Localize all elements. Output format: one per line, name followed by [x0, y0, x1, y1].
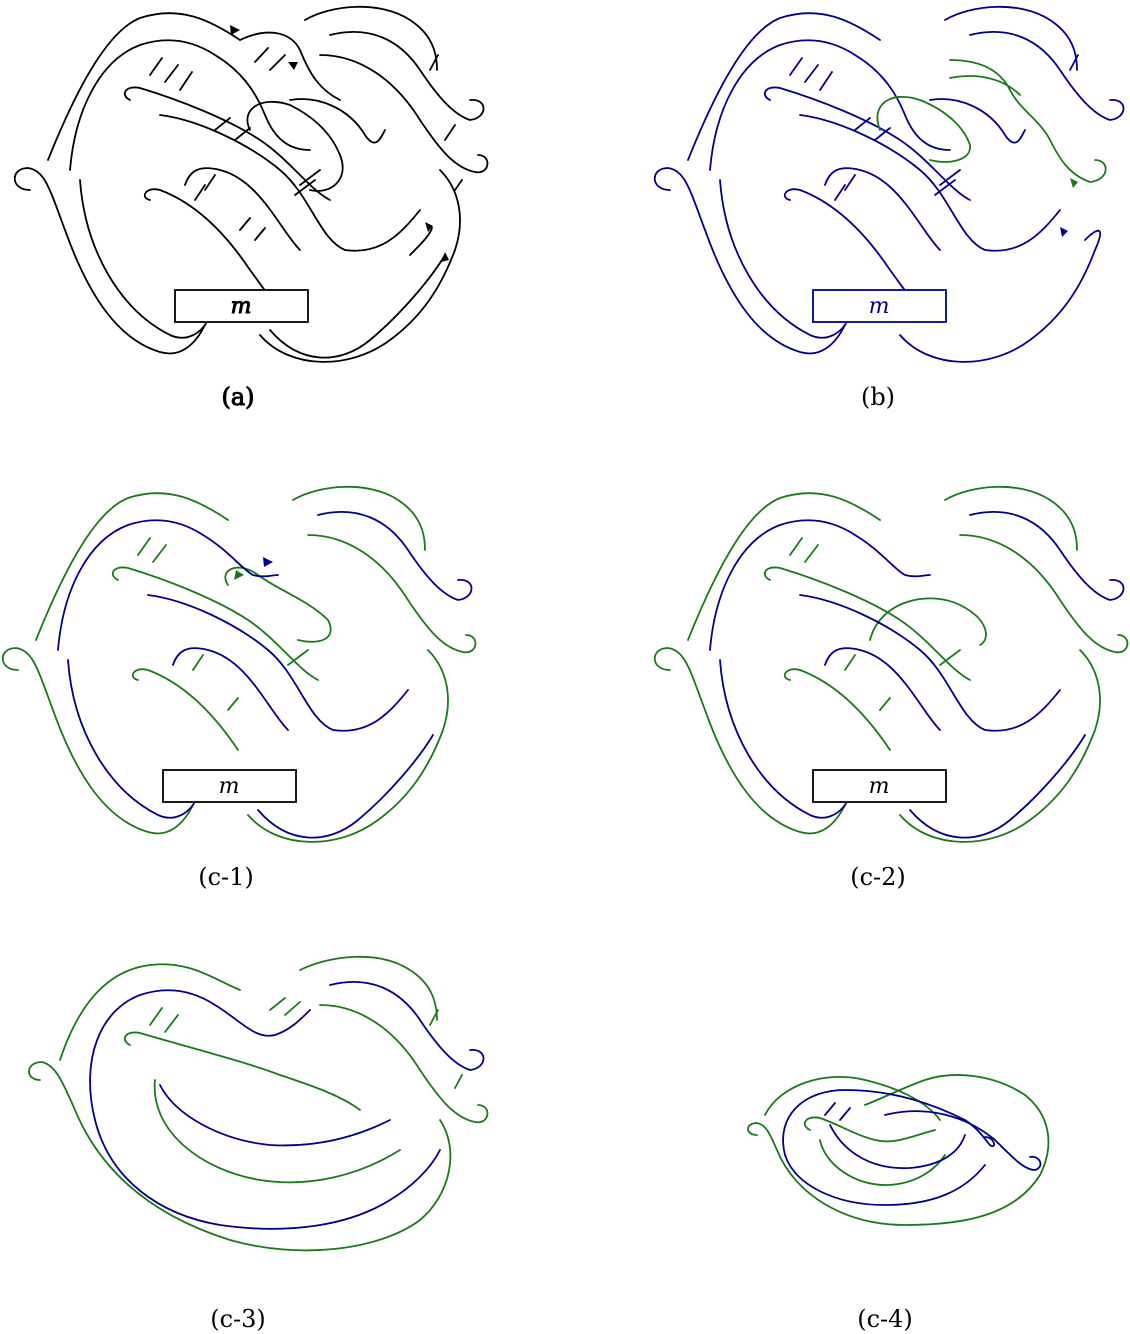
m-box: m: [813, 290, 946, 322]
m-box: m: [813, 770, 946, 802]
panel-b: m (b): [655, 7, 1124, 411]
crossing-dashes: [825, 1103, 850, 1120]
orientation-arrows: [1060, 178, 1078, 237]
panel-c-3: (c-3): [29, 957, 487, 1333]
m-box: m: [175, 290, 308, 322]
blue-strands: [90, 982, 483, 1229]
panel-label: (c-4): [857, 1305, 913, 1333]
svg-text:m: m: [869, 774, 890, 799]
orientation-arrows: [230, 25, 449, 262]
panel-c-1: m (c-1): [3, 487, 476, 891]
panel-label: (b): [861, 383, 895, 411]
panel-a: m (a): [15, 7, 488, 411]
crossing-dashes: [138, 538, 308, 710]
crossing-dashes: [790, 55, 1078, 200]
crossing-dashes: [150, 998, 462, 1088]
panel-label: (c-1): [198, 863, 254, 891]
crossing-dashes: [790, 538, 960, 710]
panel-c-2: m (c-2): [655, 487, 1128, 891]
m-box: m: [163, 770, 296, 802]
green-strands: [748, 1075, 1048, 1225]
svg-text:m: m: [869, 294, 890, 319]
svg-text:m: m: [219, 774, 240, 799]
svg-text:m: m: [231, 294, 252, 319]
panel-c-4: (c-4): [748, 1075, 1048, 1333]
green-strands: [29, 957, 487, 1251]
panel-label: (c-2): [850, 863, 906, 891]
panel-label: (a): [221, 383, 254, 411]
panel-label: (c-3): [210, 1305, 266, 1333]
